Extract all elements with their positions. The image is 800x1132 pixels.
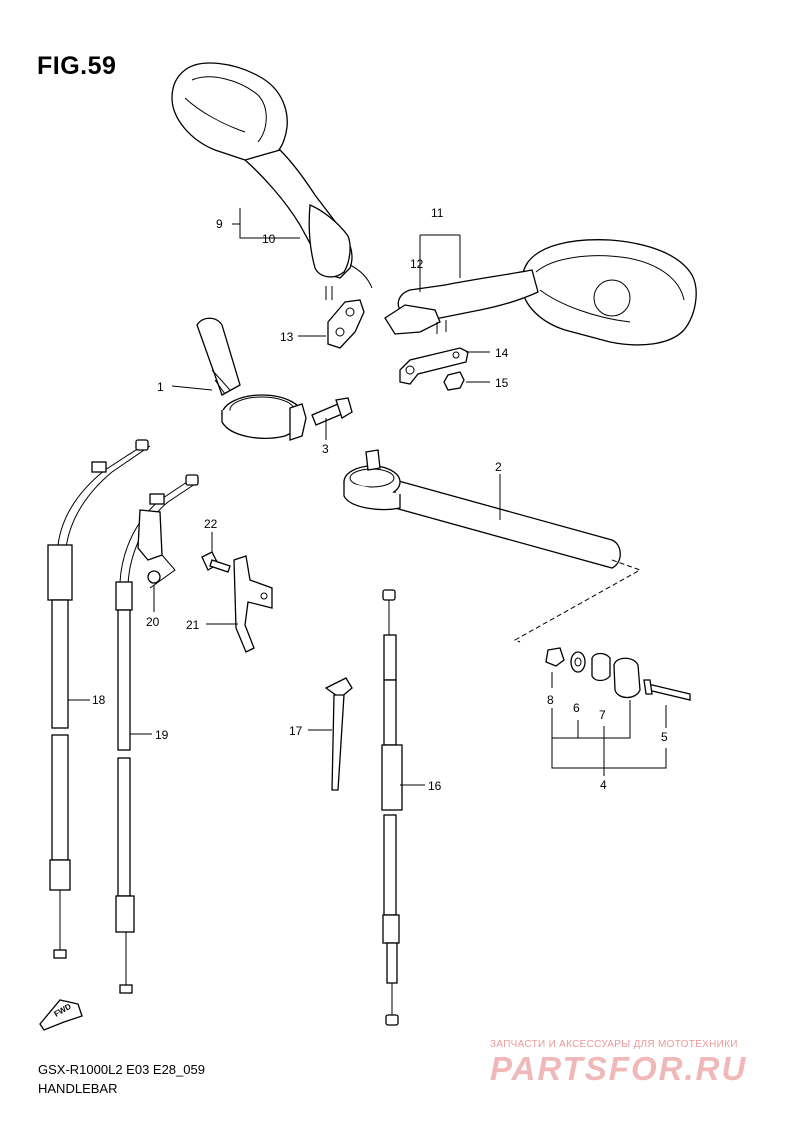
nut-15[interactable] (443, 371, 465, 391)
callout-16: 16 (428, 779, 442, 793)
callout-20: 20 (146, 615, 160, 629)
callout-2: 2 (495, 460, 502, 474)
callout-4: 4 (600, 778, 607, 792)
callout-12: 12 (410, 257, 424, 271)
clamp-21[interactable] (233, 555, 273, 653)
section-name: HANDLEBAR (38, 1081, 118, 1096)
callout-14: 14 (495, 346, 509, 360)
callout-21: 21 (186, 618, 200, 632)
callout-15: 15 (495, 376, 509, 390)
callout-6: 6 (573, 701, 580, 715)
bracket-14[interactable] (399, 347, 469, 385)
callout-8: 8 (547, 693, 554, 707)
fwd-arrow-icon: FWD (39, 999, 83, 1031)
watermark-tagline: ЗАПЧАСТИ И АКСЕССУАРЫ ДЛЯ МОТОТЕХНИКИ (490, 1039, 738, 1050)
throttle-cable-18[interactable] (47, 439, 151, 959)
callout-3: 3 (322, 442, 329, 456)
callout-1: 1 (157, 380, 164, 394)
throttle-cable-19[interactable] (115, 474, 199, 994)
right-handlebar[interactable] (343, 449, 621, 569)
spacer-7[interactable] (591, 652, 611, 682)
model-code: GSX-R1000L2 E03 E28_059 (38, 1062, 205, 1077)
callout-18: 18 (92, 693, 106, 707)
callout-13: 13 (280, 330, 294, 344)
leader-lines (68, 208, 667, 786)
callout-5: 5 (661, 730, 668, 744)
left-mirror[interactable] (171, 62, 373, 300)
left-handlebar[interactable] (196, 317, 307, 441)
callout-7: 7 (599, 708, 606, 722)
callout-11: 11 (431, 206, 444, 220)
bar-end-nut-8[interactable] (545, 647, 565, 667)
bolt-3[interactable] (311, 397, 353, 426)
callout-9: 9 (216, 217, 223, 231)
bolt-22[interactable] (201, 551, 231, 573)
screw-20[interactable] (147, 570, 161, 584)
clutch-cable-16[interactable] (381, 589, 403, 1026)
callout-17: 17 (289, 724, 303, 738)
callout-19: 19 (155, 728, 169, 742)
watermark-logo: PARTSFOR.RU (490, 1050, 748, 1087)
tie-wrap-17[interactable] (324, 677, 353, 791)
bolt-5[interactable] (643, 679, 691, 701)
callout-22: 22 (204, 517, 218, 531)
balancer-weight[interactable] (613, 657, 641, 699)
cable-guide-bracket[interactable] (137, 509, 176, 589)
washer-6[interactable] (570, 651, 586, 673)
right-mirror[interactable] (384, 239, 697, 346)
figure-title: FIG.59 (37, 52, 117, 80)
bracket-13[interactable] (327, 299, 365, 349)
callout-numbers: 1 2 3 4 5 6 7 8 9 10 11 12 13 14 15 16 1… (92, 206, 668, 793)
callout-10: 10 (262, 232, 276, 246)
